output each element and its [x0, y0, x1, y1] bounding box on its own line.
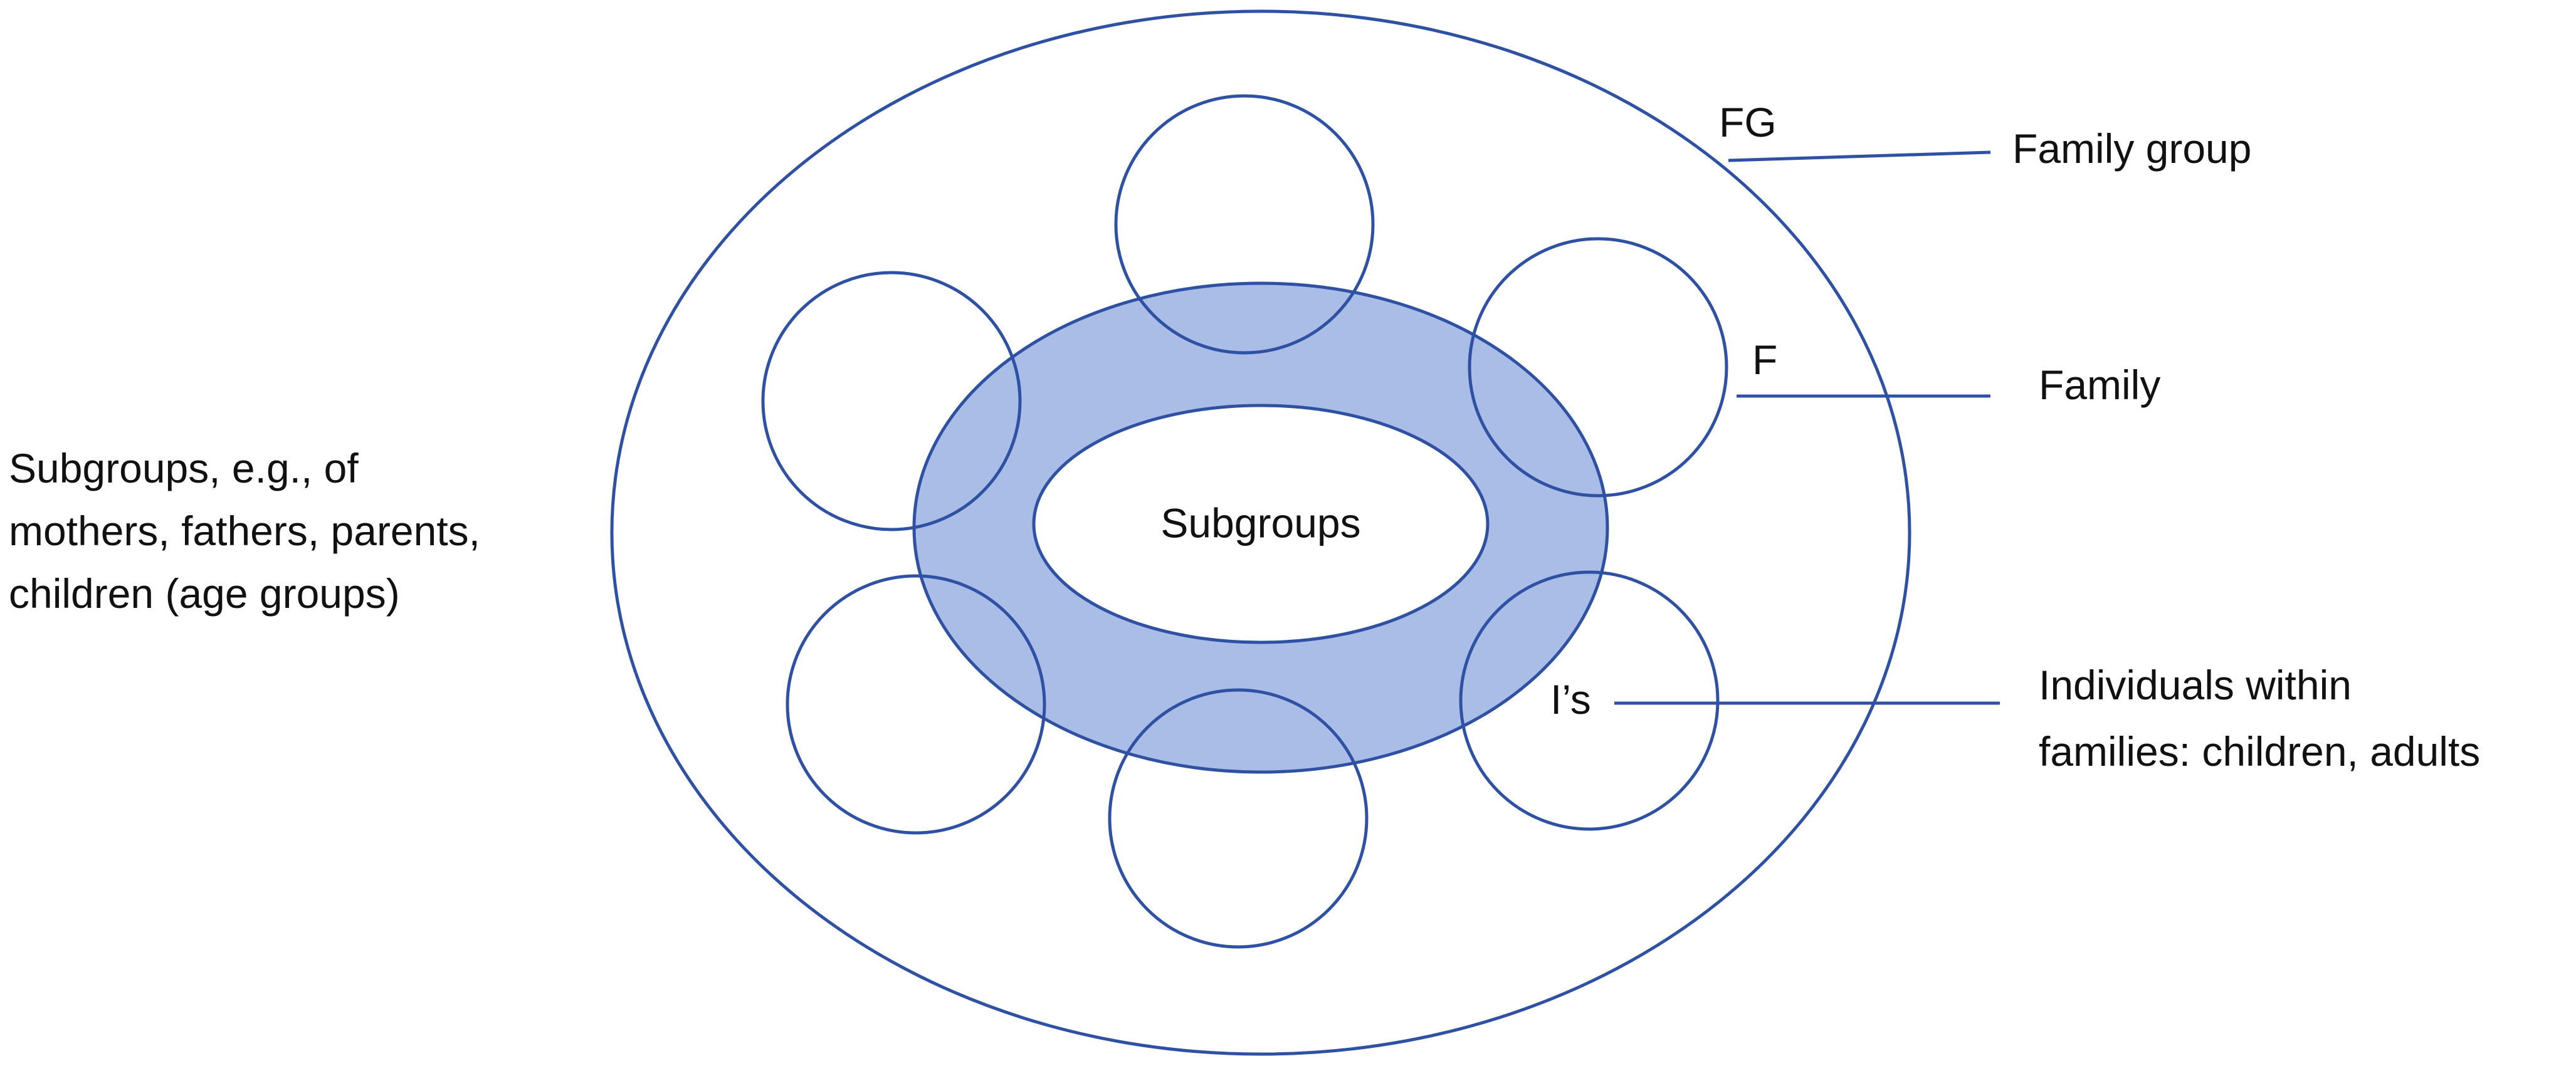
individual-circle-bottom: [1108, 688, 1369, 949]
individual-circle-lower-left: [786, 574, 1046, 835]
family-group-leader-line: [1728, 150, 1991, 162]
individual-circle-lower-right: [1459, 570, 1720, 831]
subgroups-description-line-3: children (age groups): [9, 570, 400, 617]
individuals-label-line-1: Individuals within: [2039, 662, 2352, 708]
family-label: Family: [2039, 362, 2160, 408]
individual-circle-top: [1114, 94, 1375, 355]
individual-circle-upper-right: [1468, 237, 1728, 498]
leader-lines: [1614, 150, 2000, 705]
individuals-code: I’s: [1550, 676, 1591, 723]
family-group-ellipse: [610, 9, 1911, 1056]
family-code: F: [1752, 337, 1777, 383]
labels: FG Family group F Family I’s Individuals…: [9, 99, 2480, 775]
individual-circle-upper-left: [761, 271, 1022, 531]
family-group-code: FG: [1719, 99, 1777, 145]
individual-circles: [761, 94, 1728, 949]
subgroups-description-line-2: mothers, fathers, parents,: [9, 508, 480, 554]
subgroups-description-line-1: Subgroups, e.g., of: [9, 445, 359, 491]
family-group-label: Family group: [2012, 125, 2251, 172]
subgroups-ellipse: [1032, 404, 1490, 644]
subgroups-center-label: Subgroups: [1160, 499, 1360, 546]
individuals-label-line-2: families: children, adults: [2039, 728, 2480, 775]
